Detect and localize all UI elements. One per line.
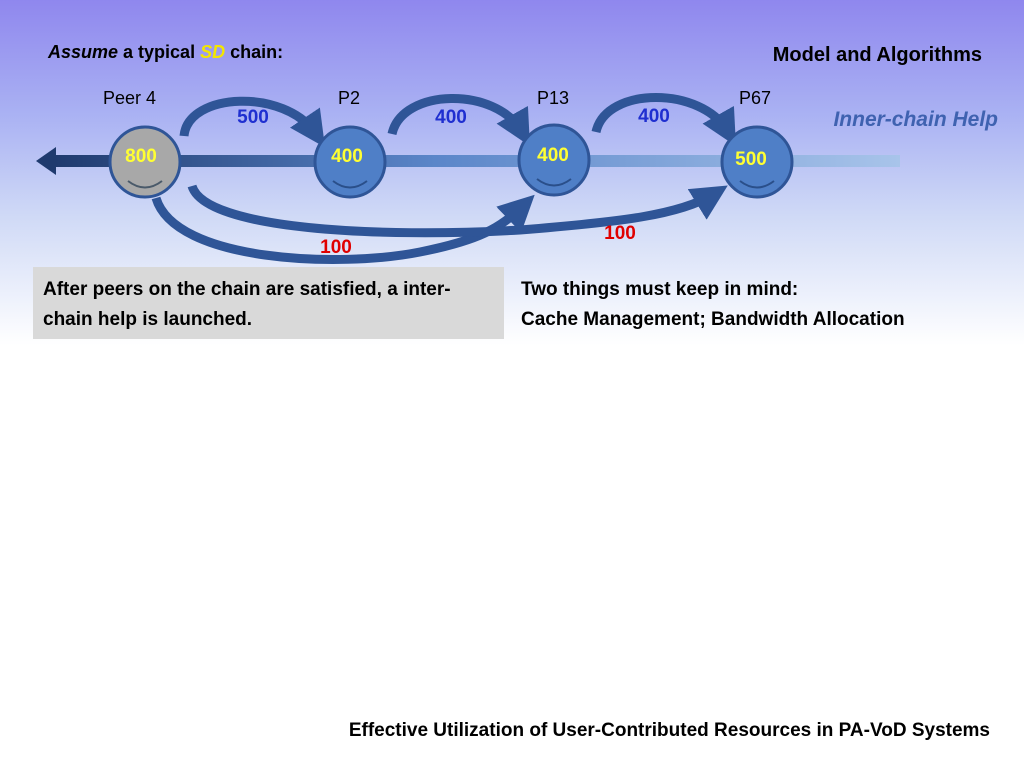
peer-label-p13: P13 bbox=[537, 88, 570, 108]
inner-help-value-2: 400 bbox=[435, 107, 467, 128]
peer-value-p2: 400 bbox=[331, 146, 363, 167]
subtitle-assume: Assume bbox=[48, 42, 119, 62]
subtitle-typical: a typical bbox=[118, 42, 201, 62]
peer-node-p2 bbox=[313, 125, 387, 199]
slide-subtitle: Assume a typical SD chain: bbox=[48, 42, 283, 63]
inter-chain-note: After peers on the chain are satisfied, … bbox=[33, 267, 504, 339]
peer-label-p2: P2 bbox=[338, 88, 361, 108]
inter-help-value-1: 100 bbox=[320, 237, 352, 258]
inter-help-arrow-to-p67 bbox=[187, 184, 728, 238]
inter-help-value-2: 100 bbox=[604, 223, 636, 244]
chain-direction-arrowhead bbox=[36, 147, 56, 175]
inner-help-arrow-1 bbox=[179, 96, 326, 148]
inner-help-value-3: 400 bbox=[638, 106, 670, 127]
slide-footer: Effective Utilization of User-Contribute… bbox=[348, 720, 990, 741]
peer-node-p13 bbox=[517, 123, 591, 197]
legend-inner-chain-help: Inner-chain Help bbox=[833, 108, 998, 131]
subtitle-sd: SD bbox=[200, 42, 226, 62]
keep-in-mind-line-1: Two things must keep in mind: bbox=[521, 279, 799, 300]
slide-title: Model and Algorithms bbox=[772, 44, 982, 66]
peer-value-p13: 400 bbox=[537, 145, 569, 166]
peer-label-peer4: Peer 4 bbox=[103, 88, 157, 108]
peer-node-peer4 bbox=[108, 125, 182, 199]
peer-node-p67 bbox=[720, 125, 794, 199]
peer-value-p67: 500 bbox=[735, 149, 767, 170]
keep-in-mind-line-2: Cache Management; Bandwidth Allocation bbox=[521, 309, 905, 330]
peer-value-peer4: 800 bbox=[125, 146, 157, 167]
peer-label-p67: P67 bbox=[739, 88, 772, 108]
keep-in-mind-text: Two things must keep in mind: Cache Mana… bbox=[521, 275, 905, 335]
inner-help-arrow-3 bbox=[591, 93, 736, 147]
inner-help-value-1: 500 bbox=[237, 107, 269, 128]
subtitle-chain: chain: bbox=[225, 42, 284, 62]
inner-help-arrow-2 bbox=[387, 94, 530, 147]
chain-timeline-bar bbox=[55, 155, 900, 167]
